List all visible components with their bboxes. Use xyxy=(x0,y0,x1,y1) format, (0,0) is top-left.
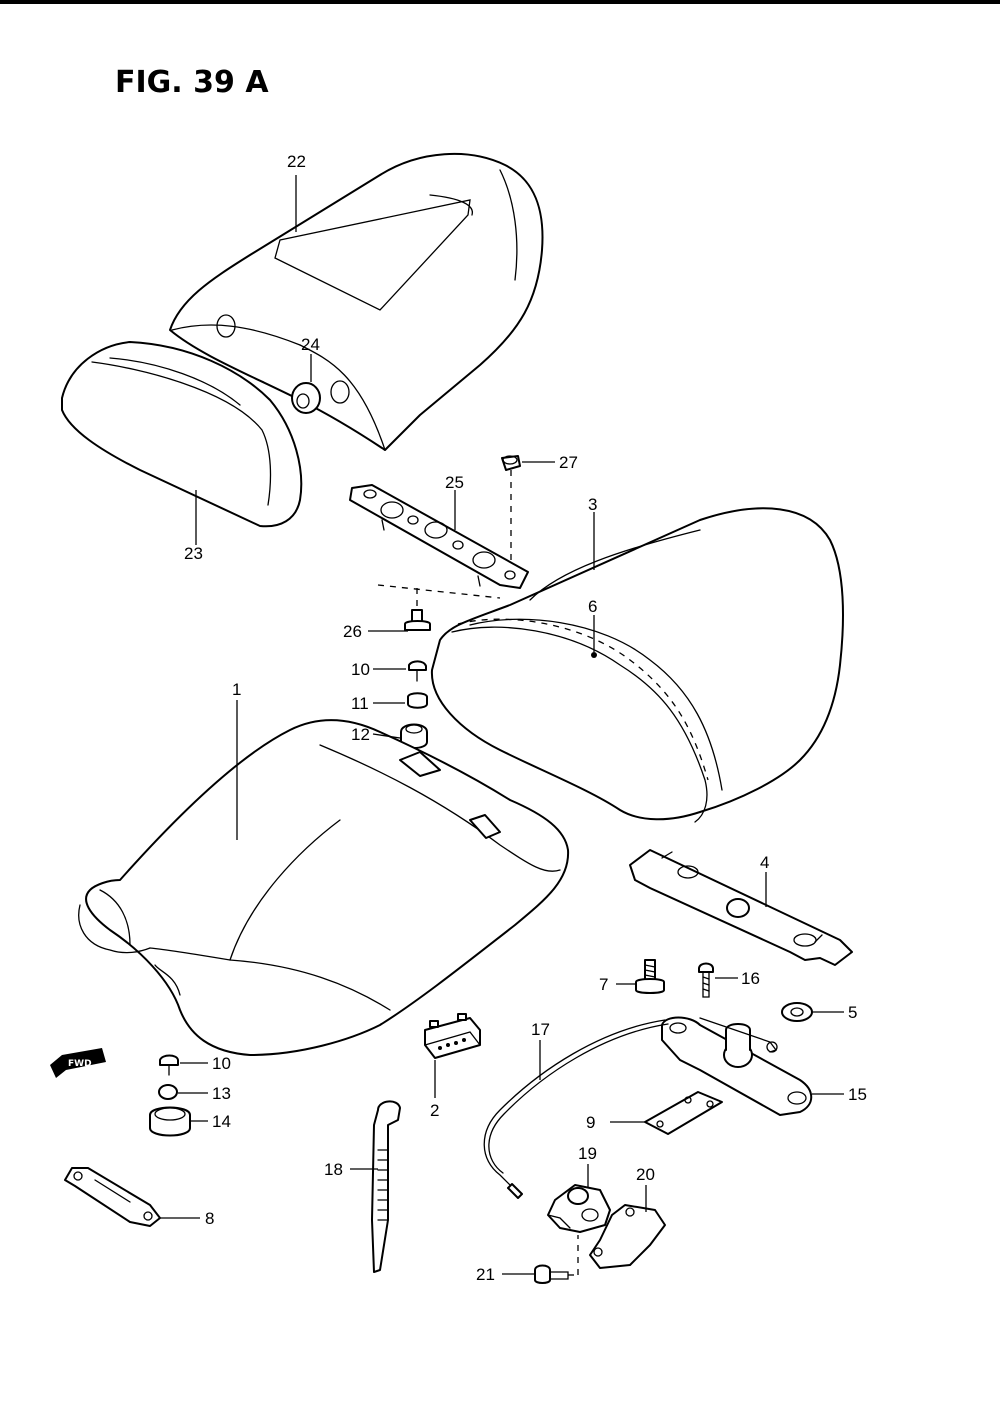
callout-25: 25 xyxy=(445,473,464,492)
leader-lines xyxy=(160,175,844,1275)
part-11-washer xyxy=(407,692,428,709)
callout-12: 12 xyxy=(351,725,370,744)
part-20-cover xyxy=(589,1204,666,1269)
callout-18: 18 xyxy=(324,1160,343,1179)
callout-5: 5 xyxy=(848,1003,857,1022)
callout-1: 1 xyxy=(232,680,241,699)
part-19-lock xyxy=(547,1184,611,1233)
callout-10-lower: 10 xyxy=(212,1054,231,1073)
part-23-rear-pad xyxy=(61,341,303,528)
assembly-line-25 xyxy=(377,584,501,599)
svg-text:FWD: FWD xyxy=(68,1059,92,1069)
figure-title: FIG. 39 A xyxy=(115,65,269,100)
part-26-bolt xyxy=(404,588,431,631)
part-16-screw xyxy=(698,962,714,998)
part-3-pillion-seat xyxy=(430,507,844,823)
part-5-nut xyxy=(781,1002,813,1022)
callout-2: 2 xyxy=(430,1101,439,1120)
part-21-bolt xyxy=(534,1235,579,1284)
callout-14: 14 xyxy=(212,1112,231,1131)
callout-11: 11 xyxy=(351,694,369,713)
fwd-direction-badge: FWD xyxy=(50,1048,106,1078)
callout-19: 19 xyxy=(578,1144,597,1163)
part-13-washer xyxy=(158,1084,178,1100)
part-10-screw-upper xyxy=(408,660,427,682)
part-14-cushion xyxy=(149,1106,191,1137)
callout-7: 7 xyxy=(599,975,608,994)
callout-22: 22 xyxy=(287,152,306,171)
part-6-dot xyxy=(591,652,597,658)
part-10-screw-lower xyxy=(159,1054,179,1076)
callout-24: 24 xyxy=(301,335,320,354)
part-15-seat-lock xyxy=(661,1016,813,1116)
callout-20: 20 xyxy=(636,1165,655,1184)
callout-10-upper: 10 xyxy=(351,660,370,679)
part-7-bolt xyxy=(635,959,665,994)
part-18-cable-tie xyxy=(371,1100,401,1273)
callout-9: 9 xyxy=(586,1113,595,1132)
callout-numbers: 22 24 23 27 25 3 6 26 10 11 12 1 4 7 16 … xyxy=(184,152,867,1284)
callout-3: 3 xyxy=(588,495,597,514)
part-17-cable xyxy=(483,1019,669,1199)
callout-6: 6 xyxy=(588,597,597,616)
callout-16: 16 xyxy=(741,969,760,988)
part-4-bracket-plate xyxy=(629,849,853,966)
part-25-bracket xyxy=(349,484,529,589)
callout-21: 21 xyxy=(476,1265,495,1284)
callout-4: 4 xyxy=(760,853,769,872)
callout-13: 13 xyxy=(212,1084,231,1103)
part-27-nut xyxy=(501,455,521,471)
part-8-strap xyxy=(64,1167,161,1227)
callout-8: 8 xyxy=(205,1209,214,1228)
callout-23: 23 xyxy=(184,544,203,563)
callout-15: 15 xyxy=(848,1085,867,1104)
callout-27: 27 xyxy=(559,453,578,472)
callout-17: 17 xyxy=(531,1020,550,1039)
part-1-front-seat xyxy=(78,719,570,1056)
callout-26: 26 xyxy=(343,622,362,641)
part-2-connector xyxy=(424,1013,481,1059)
part-9-plate xyxy=(644,1091,723,1135)
part-24-grommet xyxy=(291,382,321,414)
